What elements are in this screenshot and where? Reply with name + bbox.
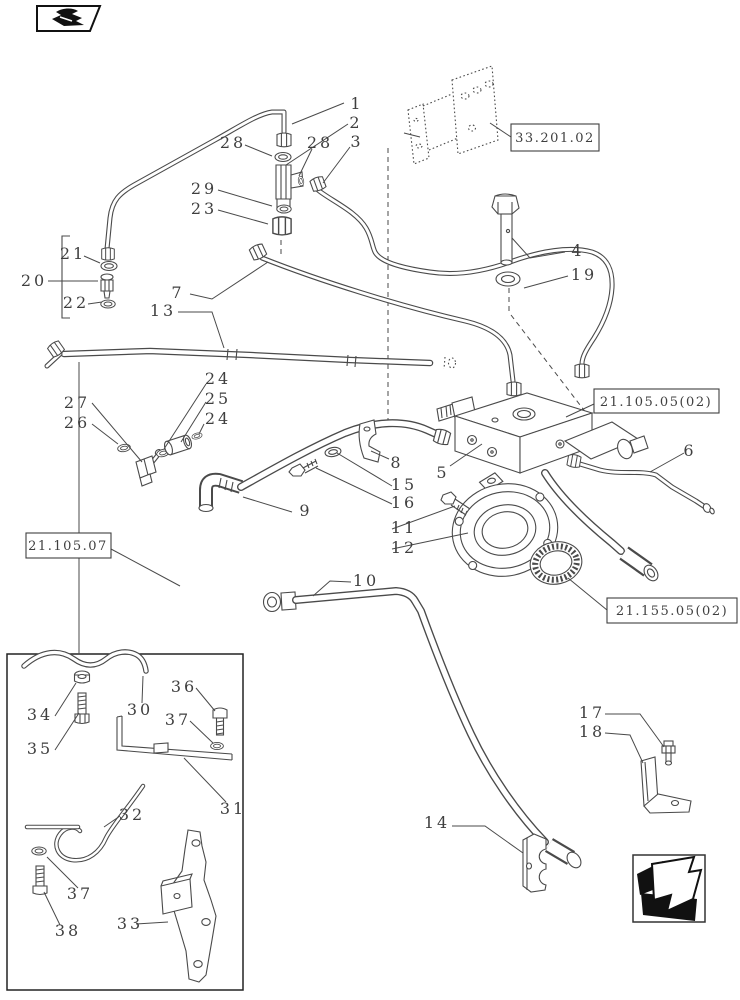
- page-back-button[interactable]: [36, 5, 102, 32]
- ref-box-33-201-02[interactable]: 33.201.02: [510, 123, 600, 152]
- callout-5: 5: [436, 463, 449, 482]
- page-back-arrow-icon: [52, 8, 84, 26]
- sensor-fitting-assembly: [61, 235, 118, 319]
- bolt-36: [212, 707, 228, 736]
- callout-31: 31: [220, 799, 246, 818]
- pipe-13-tube: [44, 339, 457, 370]
- callout-7: 7: [171, 283, 184, 302]
- callout-labels: 1 2 28 28 3 29 23 4 19 21 20 22 7 13 27 …: [21, 94, 696, 940]
- seal-ring: [529, 541, 583, 585]
- flange-plate-12: [451, 472, 559, 577]
- ref-box-33-201-02-label: 33.201.02: [515, 131, 595, 146]
- callout-11: 11: [391, 518, 417, 537]
- ref-box-21-105-07[interactable]: 21.105.07: [25, 532, 112, 559]
- reference-bracket-33-201-02: [403, 65, 499, 165]
- callout-30: 30: [127, 700, 153, 719]
- callout-38: 38: [55, 921, 81, 940]
- callout-25: 25: [205, 389, 231, 408]
- callout-33: 33: [117, 914, 143, 933]
- washer-37-bottom: [31, 846, 47, 856]
- callout-19: 19: [571, 265, 597, 284]
- callout-34: 34: [27, 705, 53, 724]
- washer-37-top: [210, 741, 224, 751]
- wire-guide-32: [24, 783, 146, 863]
- bolt-16: [288, 458, 319, 477]
- strap-30: [21, 649, 149, 674]
- pipe-6: [566, 453, 715, 515]
- callout-16: 16: [391, 493, 417, 512]
- pipe-1: [104, 109, 292, 252]
- suction-tube: [541, 469, 659, 582]
- callout-32: 32: [119, 805, 145, 824]
- callout-10: 10: [353, 571, 379, 590]
- callout-14: 14: [424, 813, 450, 832]
- callout-2: 2: [349, 113, 362, 132]
- bar-bracket-31: [116, 715, 233, 761]
- callout-9: 9: [299, 501, 312, 520]
- bolt-11: [440, 491, 471, 517]
- assembly-dashed-lines: [280, 148, 591, 468]
- callout-18: 18: [579, 722, 605, 741]
- bracket-18: [640, 756, 692, 814]
- ref-box-21-105-07-label: 21.105.07: [28, 539, 108, 554]
- washer-19: [495, 271, 521, 287]
- nut-34: [73, 670, 91, 684]
- page-forward-button[interactable]: [632, 854, 706, 923]
- callout-27: 27: [64, 393, 90, 412]
- callout-23: 23: [191, 199, 217, 218]
- callout-17: 17: [579, 703, 605, 722]
- callout-24b: 24: [205, 409, 231, 428]
- callout-6: 6: [683, 441, 696, 460]
- callout-3: 3: [350, 132, 363, 151]
- clamp-14: [522, 833, 547, 893]
- callout-24a: 24: [205, 369, 231, 388]
- callout-35: 35: [27, 739, 53, 758]
- hardware-panel: [6, 649, 244, 991]
- bolt-35: [74, 692, 90, 725]
- callout-21: 21: [60, 244, 86, 263]
- screw-17: [661, 740, 676, 766]
- leader-lines: [43, 102, 685, 926]
- callout-36: 36: [171, 677, 197, 696]
- callout-37a: 37: [165, 710, 191, 729]
- ref-box-21-155-05-02-label: 21.155.05(02): [616, 604, 728, 619]
- clamp-bracket-8: [358, 419, 381, 463]
- callout-12: 12: [391, 538, 417, 557]
- valve-block-5: [436, 392, 649, 474]
- callout-28a: 28: [220, 133, 246, 152]
- callout-13: 13: [150, 301, 176, 320]
- callout-20: 20: [21, 271, 47, 290]
- ref-box-21-105-05-02-label: 21.105.05(02): [600, 395, 712, 410]
- hose-9: [198, 419, 452, 513]
- callout-15: 15: [391, 475, 417, 494]
- callout-26: 26: [64, 413, 90, 432]
- page-forward-arrow-icon: [637, 855, 703, 921]
- hose-10: [262, 587, 582, 869]
- callout-4: 4: [571, 241, 584, 260]
- callout-29: 29: [191, 179, 217, 198]
- elbow-fitting-27: [116, 442, 162, 487]
- callout-22: 22: [63, 293, 89, 312]
- ref-box-21-105-05-02[interactable]: 21.105.05(02): [593, 388, 720, 414]
- bolt-38: [32, 865, 48, 896]
- washer-15: [323, 445, 343, 459]
- callout-8: 8: [390, 453, 403, 472]
- callout-1: 1: [350, 94, 363, 113]
- pipe-7: [248, 242, 522, 397]
- ref-box-21-155-05-02[interactable]: 21.155.05(02): [606, 597, 738, 624]
- bracket-plate-33: [160, 829, 217, 983]
- tee-fitting-assembly: [272, 151, 305, 236]
- bolt-4: [491, 193, 520, 266]
- callout-28b: 28: [307, 133, 333, 152]
- callout-37b: 37: [67, 884, 93, 903]
- seal-kit-24-25-24: [155, 431, 204, 459]
